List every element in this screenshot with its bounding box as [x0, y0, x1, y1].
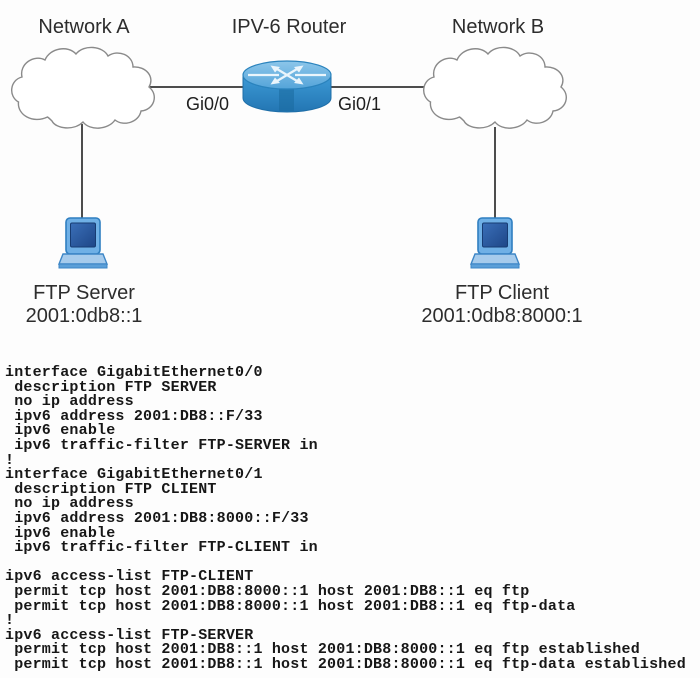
- link-router-cloud-b: [330, 86, 425, 88]
- ftp-client-caption: FTP Client 2001:0db8:8000:1: [402, 282, 602, 328]
- gi0-0-label: Gi0/0: [186, 94, 230, 114]
- ftp-server-caption: FTP Server 2001:0db8::1: [4, 282, 164, 328]
- link-cloud-a-server: [81, 124, 83, 220]
- network-a-cloud-icon: [11, 46, 155, 129]
- network-a-label: Network A: [38, 16, 130, 38]
- network-b-cloud-icon: [423, 46, 567, 129]
- ftp-client-name: FTP Client: [454, 282, 550, 304]
- ftp-server-laptop-icon: [57, 217, 109, 269]
- router-config-text: interface GigabitEthernet0/0 description…: [5, 364, 686, 673]
- ftp-server-name: FTP Server: [33, 282, 135, 304]
- link-cloud-a-router: [148, 86, 245, 88]
- ftp-server-address: 2001:0db8::1: [25, 305, 143, 327]
- router-icon: [242, 60, 332, 113]
- ftp-client-address: 2001:0db8:8000:1: [421, 305, 583, 327]
- link-cloud-b-client: [494, 127, 496, 220]
- ftp-client-laptop-icon: [469, 217, 521, 269]
- router-label: IPV-6 Router: [231, 16, 347, 38]
- gi0-1-label: Gi0/1: [338, 94, 382, 114]
- network-b-label: Network B: [451, 16, 545, 38]
